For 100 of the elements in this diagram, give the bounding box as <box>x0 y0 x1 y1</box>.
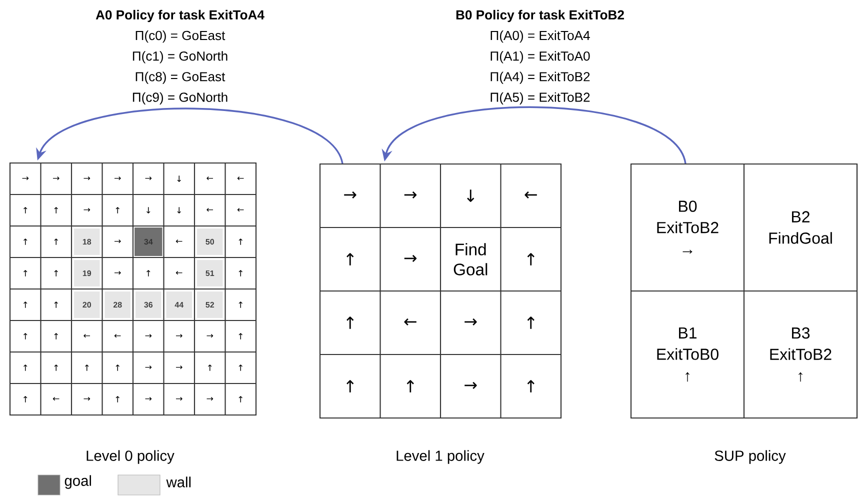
grid-caption: Level 0 policy <box>86 450 174 464</box>
cell-label: ↑ <box>238 364 242 371</box>
cell-label: ↓ <box>177 207 181 214</box>
wall-cell: 36 <box>136 292 162 318</box>
cell-label: B0 ExitToB2 → <box>657 200 718 254</box>
legend-label: wall <box>166 476 191 488</box>
cell-label: ↑ <box>54 302 58 308</box>
legend-label: goal <box>64 475 91 489</box>
cell-label: ↑ <box>85 364 89 371</box>
cell-label: → <box>145 176 152 180</box>
cell-label: ← <box>524 191 537 198</box>
cell-label: → <box>84 176 90 180</box>
cell-label: ← <box>176 270 182 275</box>
cell-label: → <box>344 191 356 198</box>
cell-label: ↑ <box>24 333 28 340</box>
policy-title: B0 Policy for task ExitToB2 <box>456 10 624 22</box>
cell-label: ↑ <box>54 270 58 276</box>
cell-label: → <box>176 334 182 338</box>
cell-label: ↑ <box>208 364 212 371</box>
cell-label: Find Goal <box>454 243 488 276</box>
cell-label: ↑ <box>24 270 28 276</box>
cell-label: → <box>464 318 477 326</box>
wall-cell: 50 <box>197 228 223 255</box>
cell-label: ↑ <box>24 396 28 402</box>
cell-label: → <box>206 396 214 401</box>
policy-grid <box>9 162 257 416</box>
cell-label: B2 FindGoal <box>769 211 832 244</box>
cell-label: → <box>114 239 121 244</box>
curved-arrow <box>36 108 344 164</box>
cell-label: → <box>114 270 121 275</box>
cell-label: ← <box>206 208 213 212</box>
cell-label: ↑ <box>238 396 242 402</box>
grid-caption: Level 1 policy <box>396 450 484 464</box>
cell-label: → <box>176 396 182 401</box>
cell-label: → <box>404 191 417 198</box>
cell-label: ↑ <box>54 238 58 245</box>
cell-label: ↑ <box>346 253 354 266</box>
policy-grid <box>319 163 562 419</box>
cell-label: ← <box>52 396 60 401</box>
cell-label: → <box>22 176 29 180</box>
goal-cell: 34 <box>134 228 162 256</box>
cell-label: ↓ <box>177 176 181 182</box>
cell-label: ↑ <box>116 207 120 214</box>
cell-label: ↑ <box>24 302 28 308</box>
wall-cell: 19 <box>74 260 100 286</box>
cell-label: ↑ <box>116 396 120 402</box>
cell-label: ↑ <box>24 238 28 245</box>
cell-label: ↑ <box>346 316 354 329</box>
cell-label: → <box>464 382 477 389</box>
wall-cell: 18 <box>74 228 100 255</box>
cell-label: → <box>206 334 214 338</box>
cell-label: ↓ <box>146 207 150 214</box>
cell-label: ↑ <box>238 333 242 340</box>
wall-cell: 20 <box>74 292 100 318</box>
cell-label: ↑ <box>406 380 414 392</box>
cell-label: → <box>145 365 152 370</box>
cell-label: ↑ <box>527 316 534 329</box>
cell-label: ↑ <box>54 333 58 340</box>
cell-label: → <box>53 176 60 180</box>
cell-label: ← <box>114 334 121 338</box>
policy-rule: Π(c1) = GoNorth <box>132 51 228 64</box>
wall-cell: 28 <box>104 292 130 318</box>
cell-label: ↑ <box>346 380 354 392</box>
cell-label: → <box>114 176 121 180</box>
cell-label: ↑ <box>527 253 534 266</box>
cell-label: ↓ <box>467 190 474 202</box>
cell-label: B1 ExitToB0 ↑ <box>657 327 718 382</box>
cell-label: → <box>84 396 90 401</box>
cell-label: → <box>404 254 417 262</box>
cell-label: ← <box>206 176 213 180</box>
policy-rule: Π(A4) = ExitToB2 <box>490 72 590 84</box>
cell-label: ← <box>237 208 244 212</box>
cell-label: ↑ <box>238 302 242 308</box>
cell-label: ↑ <box>527 380 534 392</box>
cell-label: ↑ <box>24 207 28 214</box>
cell-label: → <box>145 334 152 338</box>
wall-cell: 51 <box>197 260 223 286</box>
cell-label: ← <box>176 239 182 244</box>
cell-label: B3 ExitToB2 ↑ <box>770 327 832 382</box>
wall-cell: 52 <box>197 292 223 318</box>
cell-label: ↑ <box>238 270 242 276</box>
cell-label: → <box>145 396 152 401</box>
policy-rule: Π(A1) = ExitToA0 <box>490 51 590 64</box>
grid-caption: SUP policy <box>714 450 786 464</box>
cell-label: ← <box>237 176 244 180</box>
policy-rule: Π(A5) = ExitToB2 <box>490 92 590 104</box>
policy-title: A0 Policy for task ExitToA4 <box>96 10 264 22</box>
cell-label: ↑ <box>116 364 120 371</box>
policy-rule: Π(c9) = GoNorth <box>132 92 228 104</box>
wall-cell: 44 <box>166 292 192 318</box>
cell-label: ↑ <box>54 364 58 371</box>
cell-label: ← <box>404 318 416 326</box>
cell-label: → <box>176 365 182 370</box>
cell-label: ← <box>84 334 90 338</box>
policy-rule: Π(A0) = ExitToA4 <box>490 30 590 43</box>
policy-rule: Π(c8) = GoEast <box>136 72 226 84</box>
policy-grid <box>630 163 858 419</box>
cell-label: ↑ <box>146 270 150 276</box>
policy-rule: Π(c0) = GoEast <box>136 30 226 43</box>
cell-label: ↑ <box>54 207 58 214</box>
